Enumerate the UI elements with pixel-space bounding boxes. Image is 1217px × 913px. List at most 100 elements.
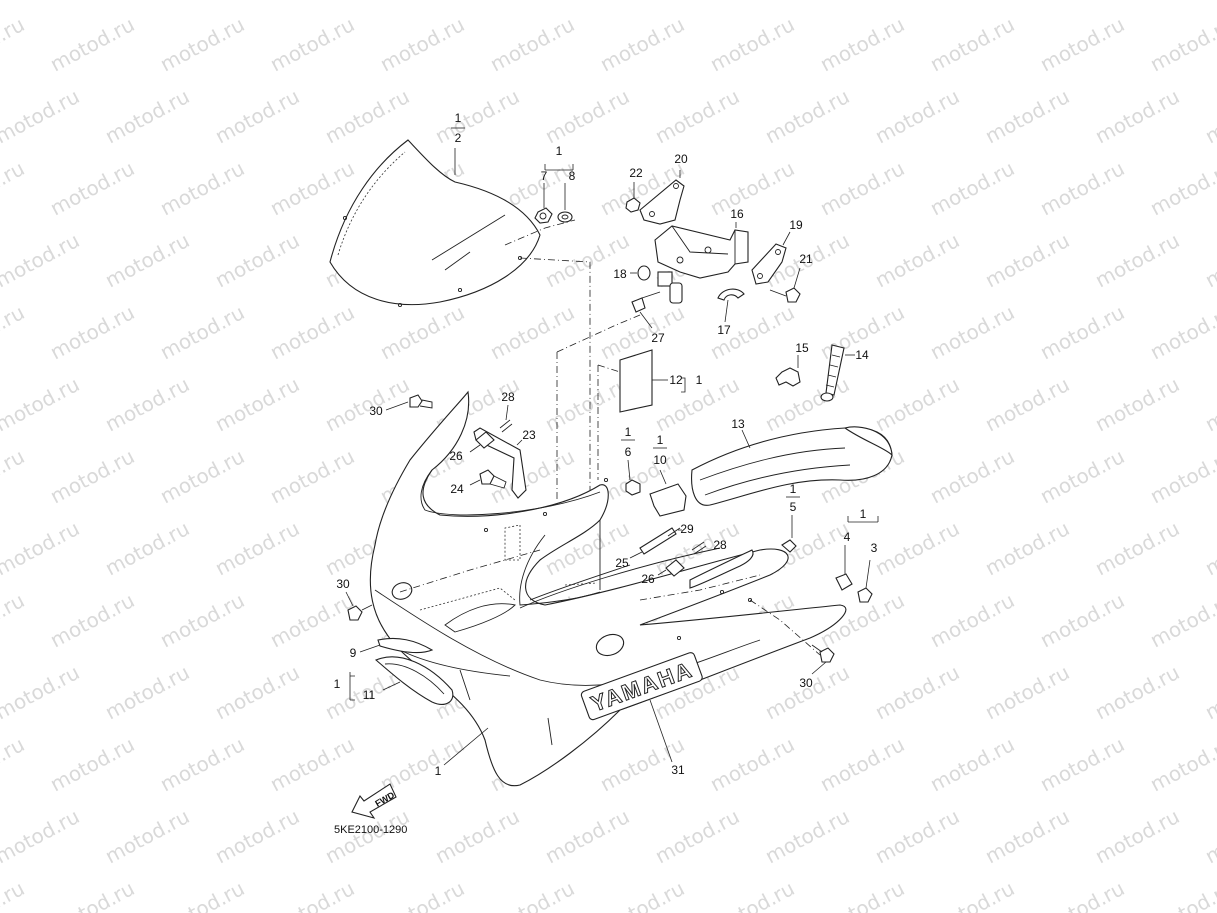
watermark-text: motod.ru <box>871 84 963 148</box>
collar-26-lower[interactable] <box>665 559 685 577</box>
watermark-text: motod.ru <box>981 372 1073 436</box>
upper-cowling[interactable] <box>369 390 847 787</box>
callouts: 1 2 1 7 8 22 20 16 19 21 18 17 27 12 1 1… <box>334 111 878 778</box>
watermark-text: motod.ru <box>1036 876 1128 913</box>
watermark-text: motod.ru <box>761 372 853 436</box>
pin-28-lower[interactable] <box>691 541 707 555</box>
watermark-text: motod.ru <box>926 876 1018 913</box>
pin-28-upper[interactable] <box>499 419 513 433</box>
bolt-30-right[interactable] <box>811 644 835 663</box>
pin-29[interactable] <box>667 527 681 537</box>
watermark-text: motod.ru <box>651 84 743 148</box>
bracket-19[interactable] <box>751 243 787 285</box>
stay-bracket-20[interactable] <box>639 179 685 225</box>
panel-12[interactable] <box>619 349 653 413</box>
trim-9[interactable] <box>377 637 434 654</box>
watermark-text: motod.ru <box>321 372 413 436</box>
watermark-text: motod.ru <box>871 372 963 436</box>
watermark-text: motod.ru <box>0 876 28 913</box>
watermark-text: motod.ru <box>321 84 413 148</box>
watermark-text: motod.ru <box>156 156 248 220</box>
bolt-30-upper[interactable] <box>409 394 433 409</box>
clamp-17[interactable] <box>717 288 745 301</box>
callout-label: 11 <box>363 688 376 702</box>
watermark-text: motod.ru <box>706 876 798 913</box>
watermark-text: motod.ru <box>266 732 358 796</box>
watermark-text: motod.ru <box>156 444 248 508</box>
watermark-text: motod.ru <box>981 0 1073 4</box>
nut-3[interactable] <box>857 587 873 603</box>
bolt-21[interactable] <box>769 287 801 303</box>
nut-7[interactable] <box>534 207 553 224</box>
watermark-text: motod.ru <box>926 12 1018 76</box>
callout-label: 28 <box>713 538 727 552</box>
watermark-text: motod.ru <box>1146 300 1217 364</box>
callout-label: 18 <box>613 267 627 281</box>
bolt-30-left[interactable] <box>347 604 373 621</box>
callout-label: 1 <box>696 373 703 387</box>
watermark-text: motod.ru <box>266 12 358 76</box>
bolt-24[interactable] <box>479 469 507 489</box>
watermark-text: motod.ru <box>46 876 138 913</box>
watermark-text: motod.ru <box>46 732 138 796</box>
watermark-text: motod.ru <box>1036 12 1128 76</box>
watermark-text: motod.ru <box>101 516 193 580</box>
clip-15[interactable] <box>775 367 801 387</box>
watermark-text: motod.ru <box>211 804 303 868</box>
watermark-text: motod.ru <box>1201 84 1217 148</box>
watermark-text: motod.ru <box>486 876 578 913</box>
watermark-text: motod.ru <box>1091 372 1183 436</box>
bracket-10[interactable] <box>649 483 687 517</box>
watermark-text: motod.ru <box>46 444 138 508</box>
callout-label: 21 <box>799 252 813 266</box>
watermark-text: motod.ru <box>321 0 413 4</box>
callout-label: 31 <box>671 763 685 777</box>
callout-label: 7 <box>541 169 548 183</box>
watermark-text: motod.ru <box>706 12 798 76</box>
watermark-text: motod.ru <box>211 0 303 4</box>
diagram-code: 5KE2100-1290 <box>334 824 407 836</box>
screw-14[interactable] <box>820 344 845 402</box>
main-stay-16[interactable] <box>654 225 749 304</box>
callout-label: 17 <box>717 323 731 337</box>
mirror-stay-23[interactable] <box>473 427 527 499</box>
watermark-text: motod.ru <box>211 660 303 724</box>
watermark-text: motod.ru <box>431 804 523 868</box>
callout-label: 30 <box>369 404 383 418</box>
watermark-text: motod.ru <box>651 0 743 4</box>
watermark-text: motod.ru <box>871 0 963 4</box>
screw-4[interactable] <box>835 573 853 591</box>
windscreen[interactable] <box>329 139 541 308</box>
callout-label: 9 <box>350 646 357 660</box>
collar-26-upper[interactable] <box>475 431 495 449</box>
callout-label: 30 <box>799 676 813 690</box>
damper-18[interactable] <box>637 265 651 281</box>
garnish-11[interactable] <box>374 656 454 705</box>
watermark-text: motod.ru <box>541 84 633 148</box>
watermark-text: motod.ru <box>871 228 963 292</box>
watermark-text: motod.ru <box>1146 156 1217 220</box>
watermark-text: motod.ru <box>1036 444 1128 508</box>
watermark-text: motod.ru <box>596 12 688 76</box>
air-duct-13[interactable] <box>691 426 893 506</box>
watermark-text: motod.ru <box>761 660 853 724</box>
watermark-text: motod.ru <box>101 804 193 868</box>
lower-side-panel[interactable] <box>689 549 754 589</box>
rod-25[interactable] <box>639 527 677 555</box>
callout-label: 1 <box>790 482 797 496</box>
watermark-text: motod.ru <box>1091 804 1183 868</box>
watermark-text: motod.ru <box>926 444 1018 508</box>
callout-label: 24 <box>450 482 464 496</box>
watermark-text: motod.ru <box>0 300 28 364</box>
clip-5[interactable] <box>781 539 797 553</box>
callout-label: 23 <box>522 428 536 442</box>
bolt-6[interactable] <box>625 479 641 496</box>
watermark-text: motod.ru <box>1036 300 1128 364</box>
washer-8[interactable] <box>557 211 573 223</box>
watermark-text: motod.ru <box>1146 876 1217 913</box>
watermark-text: motod.ru <box>486 444 578 508</box>
watermark-text: motod.ru <box>541 804 633 868</box>
watermark-text: motod.ru <box>156 732 248 796</box>
grommet-27[interactable] <box>631 291 661 313</box>
